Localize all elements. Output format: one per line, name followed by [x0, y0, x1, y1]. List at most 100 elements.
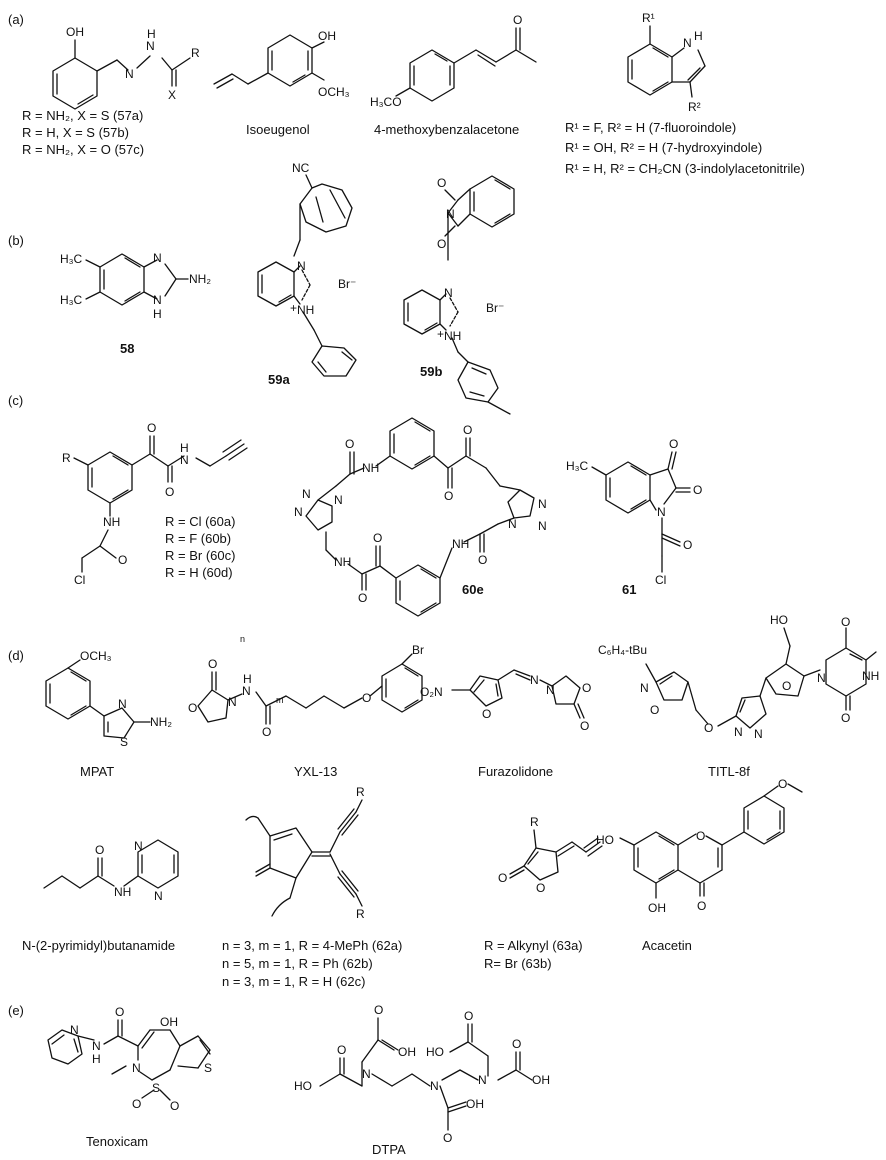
atom-s-tenoxicam-so2: S	[152, 1081, 160, 1095]
atom-h3c-58a: H₃C	[60, 252, 83, 266]
atom-n-pyrimidine-2: N	[154, 889, 163, 903]
atom-nh-60e-top: NH	[362, 461, 379, 475]
caption-titl8f: TITL-8f	[708, 764, 750, 779]
atom-n-dtpa-3: N	[478, 1073, 487, 1087]
caption-indole3: R¹ = H, R² = CH₂CN (3-indolylacetonitril…	[565, 161, 805, 176]
atom-ho-acacetin-1: HO	[596, 833, 614, 847]
caption-indole1: R¹ = F, R² = H (7-fluoroindole)	[565, 120, 736, 135]
caption-59b: 59b	[420, 364, 442, 379]
structure-dtpa	[319, 1017, 533, 1131]
atom-h-yxl: H	[243, 672, 252, 686]
structure-titl8f	[645, 627, 877, 729]
caption-62c: n = 3, m = 1, R = H (62c)	[222, 974, 365, 989]
atom-h3c-61: H₃C	[566, 459, 589, 473]
atom-o-tenoxicam-so2a: O	[132, 1097, 141, 1111]
atom-o-tenoxicam-so2b: O	[170, 1099, 179, 1113]
caption-dtpa: DTPA	[372, 1142, 406, 1157]
atom-nh-57: N	[146, 39, 155, 53]
structure-59a	[257, 174, 357, 377]
atom-r-62-bottom: R	[356, 907, 365, 921]
atom-o-dtpa-3: O	[443, 1131, 452, 1145]
atom-o-tenoxicam-co: O	[115, 1005, 124, 1019]
caption-methoxybenzalacetone: 4-methoxybenzalacetone	[374, 122, 519, 137]
atom-oh-isoeugenol: OH	[318, 29, 336, 43]
atom-h-57: H	[147, 27, 156, 41]
atom-n-furazolidone-1: N	[530, 673, 539, 687]
atom-h-indole: H	[694, 29, 703, 43]
atom-n-59a: N	[297, 259, 306, 273]
caption-isoeugenol: Isoeugenol	[246, 122, 310, 137]
atom-h-58: H	[153, 307, 162, 321]
atom-n-titl-iso: N	[640, 681, 649, 695]
caption-pyrimidyl: N-(2-pyrimidyl)butanamide	[22, 938, 175, 953]
atom-h-60-amide: H	[180, 441, 189, 455]
atom-br-59a: Br⁻	[338, 277, 356, 291]
caption-63a: R = Alkynyl (63a)	[484, 938, 583, 953]
caption-60b: R = F (60b)	[165, 531, 231, 546]
section-label-d: (d)	[8, 648, 24, 663]
section-label-e: (e)	[8, 1003, 24, 1018]
atom-oh-57: OH	[66, 25, 84, 39]
atom-s-tenoxicam-thio: S	[204, 1061, 212, 1075]
atom-nh2-58: NH₂	[189, 272, 211, 286]
atom-hn-60e-right: NH	[452, 537, 469, 551]
atom-plus-59a: +	[290, 301, 297, 315]
atom-nh-59a: NH	[297, 303, 314, 317]
atom-o-61a: O	[669, 437, 678, 451]
caption-furazolidone: Furazolidone	[478, 764, 553, 779]
atom-o-acacetin-ome: O	[778, 777, 787, 791]
atom-n-60e-tri2: N	[302, 487, 311, 501]
atom-n-58b: N	[153, 293, 162, 307]
atom-nc-59a: NC	[292, 161, 310, 175]
atom-o-yxl-3: O	[262, 725, 271, 739]
atom-h3c-58b: H₃C	[60, 293, 83, 307]
caption-59a: 59a	[268, 372, 290, 387]
atom-o-yxl-4: O	[362, 691, 371, 705]
atom-o-59b-bottom: O	[437, 237, 446, 251]
atom-o-titl-iso: O	[650, 703, 659, 717]
atom-n-dtpa-2: N	[430, 1079, 439, 1093]
atom-n-61: N	[657, 505, 666, 519]
atom-o-furan: O	[482, 707, 491, 721]
atom-nh-60e-left: NH	[334, 555, 351, 569]
atom-o-61c: O	[683, 538, 692, 552]
caption-60c: R = Br (60c)	[165, 548, 235, 563]
atom-n-pyrimidine-1: N	[134, 839, 143, 853]
atom-r2-indole: R²	[688, 100, 701, 114]
caption-yxl13: YXL-13	[294, 764, 337, 779]
atom-o-yxl-2: O	[188, 701, 197, 715]
atom-o-dtpa-4: O	[464, 1009, 473, 1023]
caption-62a: n = 3, m = 1, R = 4-MePh (62a)	[222, 938, 402, 953]
atom-nh-butanamide: NH	[114, 885, 131, 899]
caption-mpat: MPAT	[80, 764, 114, 779]
atom-nh-indole: N	[683, 36, 692, 50]
atom-n-titl-tri: N	[754, 727, 763, 741]
atom-o-acacetin-co: O	[697, 899, 706, 913]
structure-62	[245, 799, 363, 917]
atom-o-60a: O	[147, 421, 156, 435]
atom-nh-59b: NH	[444, 329, 461, 343]
caption-60e: 60e	[462, 582, 484, 597]
atom-o-dtpa-1: O	[337, 1043, 346, 1057]
atom-m-yxl: m	[276, 695, 284, 705]
atom-o-titl-c4: O	[841, 615, 850, 629]
atom-o-acacetin-ring: O	[696, 829, 705, 843]
caption-indole2: R¹ = OH, R² = H (7-hydroxyindole)	[565, 140, 762, 155]
atom-o-yxl-1: O	[208, 657, 217, 671]
structure-57	[52, 39, 191, 110]
atom-n-59b-imide: N	[446, 207, 455, 221]
structure-tenoxicam	[47, 1019, 211, 1101]
atom-o-titl-c2: O	[841, 711, 850, 725]
caption-60d: R = H (60d)	[165, 565, 233, 580]
section-label-b: (b)	[8, 233, 24, 248]
caption-57c: R = NH₂, X = O (57c)	[22, 142, 144, 157]
atom-o-61b: O	[693, 483, 702, 497]
atom-nh-60-amide: N	[180, 453, 189, 467]
atom-o-furazolidone-ring: O	[582, 681, 591, 695]
atom-n-60e-tri1: N	[294, 505, 303, 519]
atom-br-yxl: Br	[412, 643, 424, 657]
structure-60e	[305, 417, 535, 617]
structure-59b	[403, 175, 515, 415]
atom-o-63-co: O	[498, 871, 507, 885]
atom-o-60e-2: O	[444, 489, 453, 503]
